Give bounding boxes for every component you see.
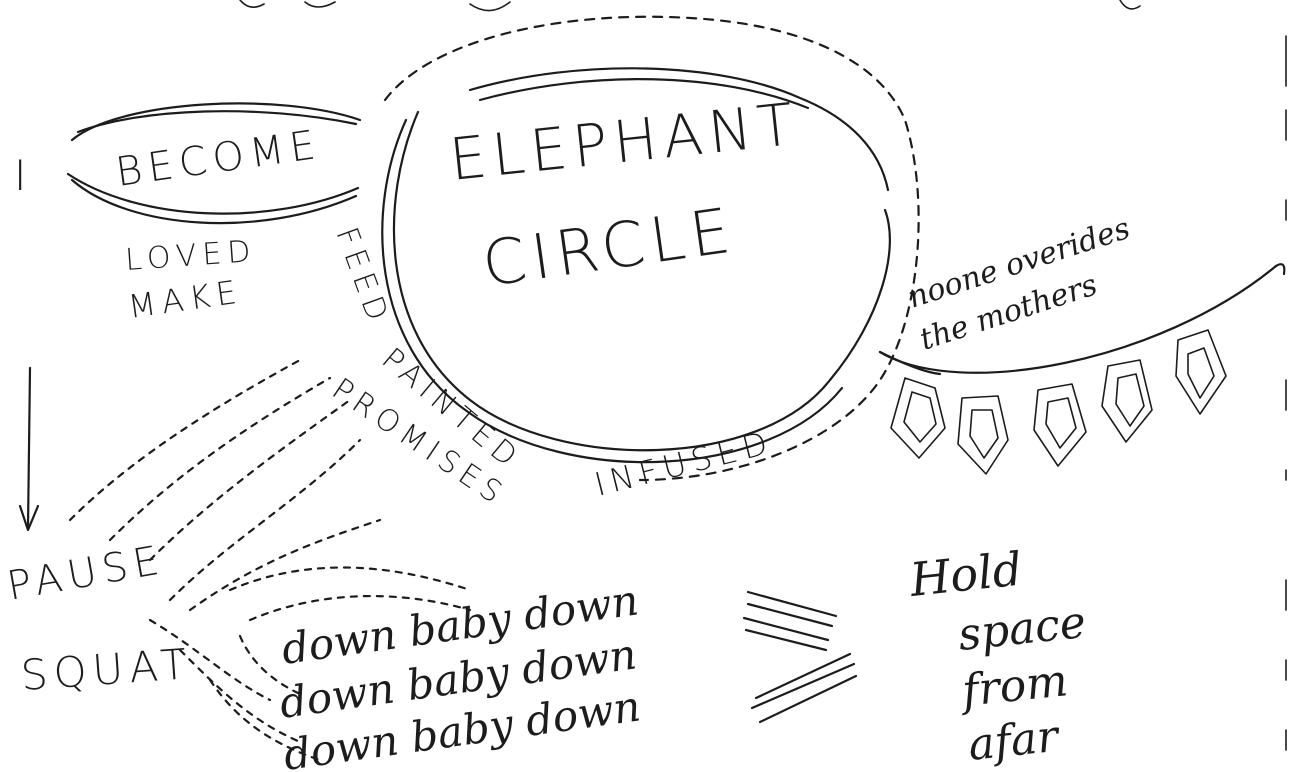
word-elephant: ELEPHANT: [446, 90, 802, 194]
word-infused: INFUSED: [591, 423, 777, 504]
word-pause: PAUSE: [4, 537, 168, 610]
down-arrow-icon: [20, 368, 38, 530]
chevron-right-icon: [744, 592, 856, 722]
word-space: space: [956, 597, 1088, 661]
word-afar: afar: [966, 711, 1064, 771]
word-hold: Hold: [907, 542, 1025, 608]
cropped-top-strokes: [240, 0, 1140, 11]
word-i: I: [14, 151, 32, 200]
word-squat: SQUAT: [19, 639, 194, 700]
word-make: MAKE: [126, 272, 245, 326]
word-become: BECOME: [113, 122, 324, 196]
word-from: from: [957, 655, 1070, 717]
word-loved: LOVED: [124, 234, 257, 278]
word-circle: CIRCLE: [478, 193, 740, 301]
